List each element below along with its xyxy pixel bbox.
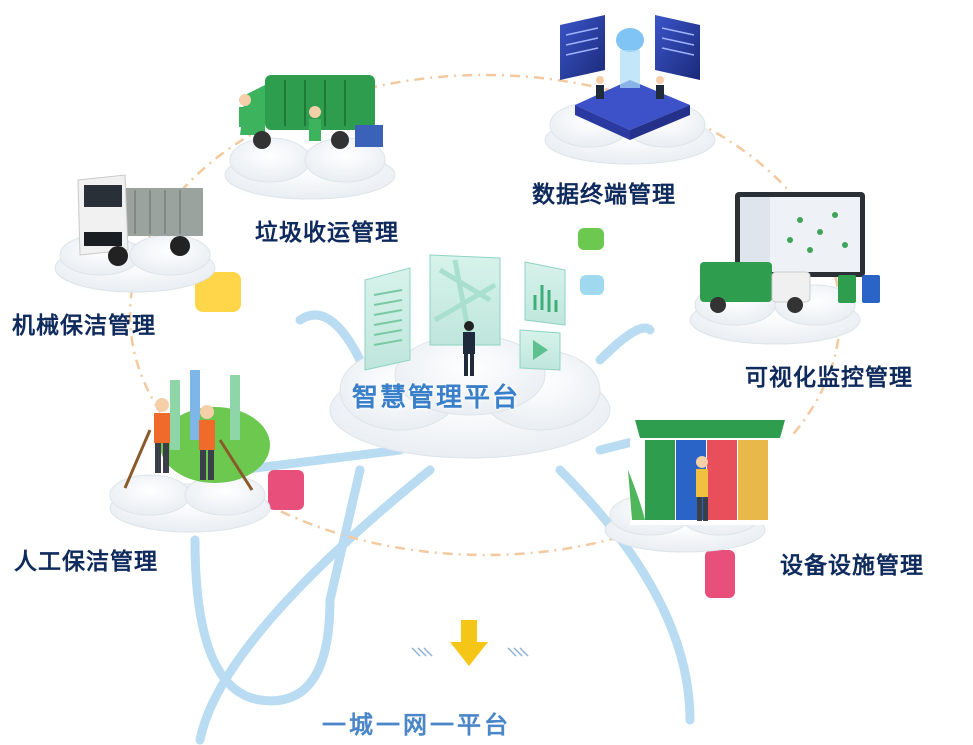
center-cloud: [329, 334, 611, 459]
hologram-panels: [364, 254, 566, 376]
monitoring-illustration: [700, 192, 880, 313]
cleaning-truck-illustration: [77, 174, 203, 266]
cloud-garbage-transport: [224, 137, 396, 200]
node-label-manual-cleaning: 人工保洁管理: [14, 548, 158, 575]
node-label-mechanical-cleaning: 机械保洁管理: [12, 312, 156, 339]
equipment-illustration: [628, 405, 790, 525]
pink-bubble-left: [268, 470, 304, 510]
down-arrow-icon: [411, 620, 529, 666]
platform-title: 智慧管理平台: [352, 383, 521, 413]
cloud-manual-cleaning: [109, 474, 271, 533]
green-bubble: [578, 228, 604, 250]
pink-bubble-right: [705, 550, 735, 598]
bottom-slogan: 一城一网一平台: [322, 710, 511, 739]
node-label-visual-monitoring: 可视化监控管理: [745, 364, 913, 391]
garbage-truck-illustration: [239, 75, 383, 149]
node-label-equipment-facility: 设备设施管理: [780, 552, 924, 579]
yellow-bubble: [195, 272, 241, 312]
manual-cleaning-illustration: [123, 370, 270, 491]
blue-bubble: [580, 275, 604, 295]
connector-lines: [190, 310, 695, 745]
cloud-mechanical-cleaning: [54, 234, 216, 293]
node-label-garbage-transport: 垃圾收运管理: [255, 219, 399, 246]
data-terminal-illustration: [560, 15, 700, 140]
node-label-data-terminal: 数据终端管理: [532, 181, 676, 208]
